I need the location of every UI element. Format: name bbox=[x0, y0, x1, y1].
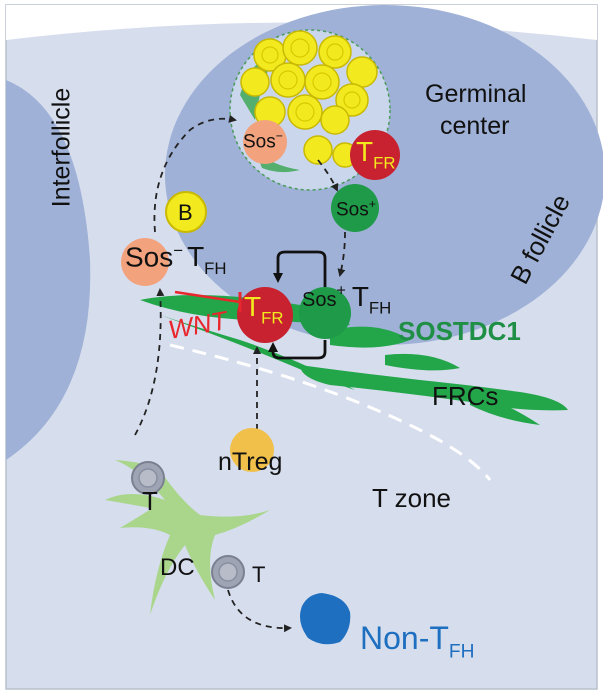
tfr-mid-text: T bbox=[244, 291, 262, 322]
non-tfh-cell bbox=[300, 593, 351, 645]
sos-minus-gc-label: Sos− bbox=[243, 129, 283, 153]
left-follicle-lobe bbox=[6, 80, 91, 460]
arrow-sos-plus-down bbox=[337, 231, 346, 277]
tfr-mid-sub: FR bbox=[261, 308, 284, 328]
sos-minus-tfh-cell bbox=[121, 238, 169, 286]
t-cell-upper-label: T bbox=[142, 486, 158, 516]
germinal-center-label-line2: center bbox=[440, 112, 510, 140]
arrow-t-up bbox=[134, 288, 165, 436]
tfr-gc-cell bbox=[350, 130, 400, 180]
sos-plus-gc-label: Sos+ bbox=[336, 197, 376, 221]
feedback-arrow-bottom bbox=[268, 340, 327, 360]
gc-b-cell-rings bbox=[261, 38, 361, 122]
sos-plus-tfh-t: T bbox=[351, 281, 369, 312]
interfollicle-label: Interfollicle bbox=[47, 87, 76, 208]
sos-minus-gc-sup: − bbox=[275, 129, 283, 143]
sos-minus-tfh-sup: − bbox=[173, 241, 184, 260]
sos-plus-tfh-sub: FH bbox=[368, 298, 392, 318]
wnt-inhibition-line bbox=[174, 290, 241, 304]
sos-plus-tfh-text: Sos bbox=[302, 289, 337, 311]
dendritic-cell bbox=[105, 460, 270, 615]
tfr-gc-sub: FR bbox=[373, 153, 396, 173]
sos-plus-tfh-cell bbox=[299, 287, 351, 339]
sos-minus-tfh-t: T bbox=[187, 241, 205, 273]
sos-plus-gc-text: Sos bbox=[336, 199, 369, 221]
tfr-mid-cell bbox=[237, 287, 293, 343]
feedback-arrow-top bbox=[273, 250, 327, 287]
sostdc1-label: SOSTDC1 bbox=[398, 316, 521, 346]
sos-plus-tfh-label: Sos+ TFH bbox=[302, 283, 391, 317]
sos-minus-tfh-label: Sos−TFH bbox=[125, 241, 227, 278]
sos-minus-tfh-text: Sos bbox=[125, 241, 174, 273]
sos-plus-gc-sup: + bbox=[368, 197, 376, 211]
ntreg-label: nTreg bbox=[218, 448, 283, 476]
tfr-mid-label: TFR bbox=[244, 293, 283, 327]
t-zone-boundary bbox=[169, 343, 492, 481]
sos-plus-gc-cell bbox=[331, 184, 379, 232]
germinal-center-label-line1: Germinal bbox=[425, 80, 527, 108]
ntreg-cell bbox=[230, 428, 274, 472]
non-tfh-sub: FH bbox=[448, 641, 475, 663]
non-tfh-label: Non-TFH bbox=[360, 622, 474, 662]
tfr-gc-text: T bbox=[356, 136, 374, 167]
t-cell-lower-nucleus bbox=[218, 562, 238, 582]
b-cell-label: B bbox=[178, 200, 193, 225]
frcs-label: FRCs bbox=[432, 381, 499, 411]
sos-plus-tfh-sup: + bbox=[336, 282, 346, 300]
non-tfh-text: Non-T bbox=[360, 620, 449, 656]
sos-minus-gc-text: Sos bbox=[243, 131, 276, 153]
sos-minus-tfh-sub: FH bbox=[204, 258, 227, 278]
dc-label: DC bbox=[160, 554, 195, 581]
arrow-gc-to-sos-plus bbox=[317, 159, 339, 192]
arrow-dc-to-non-tfh bbox=[227, 589, 292, 633]
t-cell-upper-nucleus bbox=[138, 468, 158, 488]
tfr-gc-label: TFR bbox=[356, 138, 395, 172]
t-zone-label: T zone bbox=[372, 483, 452, 513]
sos-minus-gc-cell bbox=[243, 120, 287, 164]
b-cell bbox=[165, 191, 207, 233]
t-cell-lower-label: T bbox=[252, 562, 266, 587]
